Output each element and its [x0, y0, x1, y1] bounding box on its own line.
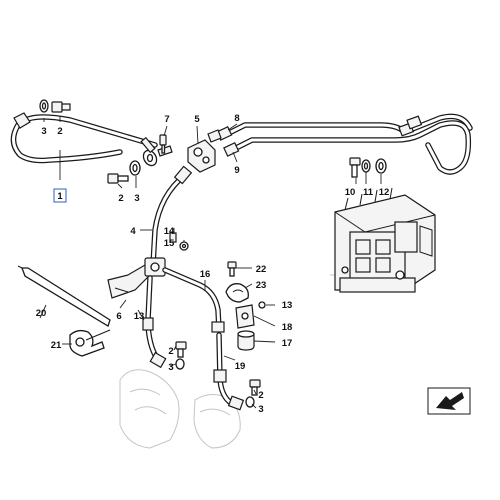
washer-14-and-nut-15 — [169, 232, 189, 251]
brake-pipe-1 — [10, 112, 158, 164]
bracket-group-17-23 — [225, 261, 266, 351]
part-label-3[interactable]: 3 — [41, 126, 46, 137]
part-label-7[interactable]: 7 — [164, 114, 169, 125]
part-label-17[interactable]: 17 — [282, 338, 293, 349]
bracket-6-tee-fitting — [107, 257, 166, 299]
part-label-3[interactable]: 3 — [258, 404, 263, 415]
next-page-arrow-icon[interactable] — [427, 387, 471, 415]
brake-pipes-8-9 — [216, 113, 473, 175]
bolt-7 — [159, 134, 167, 154]
bolt-and-washers-top — [39, 99, 71, 113]
part-label-8[interactable]: 8 — [234, 113, 239, 124]
part-label-10[interactable]: 10 — [345, 187, 356, 198]
part-label-2[interactable]: 2 — [168, 346, 173, 357]
cable-tie-20 — [17, 265, 111, 327]
part-label-6[interactable]: 6 — [116, 311, 121, 322]
bolt-10-washers-11-12 — [349, 157, 387, 178]
part-label-23[interactable]: 23 — [256, 280, 267, 291]
part-label-13[interactable]: 13 — [282, 300, 293, 311]
leader-lines — [39, 116, 382, 409]
part-label-3[interactable]: 3 — [134, 193, 139, 204]
part-label-5[interactable]: 5 — [194, 114, 200, 125]
part-label-2[interactable]: 2 — [57, 126, 62, 137]
part-label-15[interactable]: 15 — [164, 238, 175, 249]
part-label-22[interactable]: 22 — [256, 264, 267, 275]
part-label-3[interactable]: 3 — [168, 362, 173, 373]
part-1-selection-box — [53, 188, 67, 203]
brake-pipe-16 — [162, 267, 225, 333]
part-label-20[interactable]: 20 — [36, 308, 47, 319]
part-label-18[interactable]: 18 — [282, 322, 293, 333]
clamp-21 — [69, 329, 111, 357]
part-label-2[interactable]: 2 — [258, 390, 263, 401]
part-label-2[interactable]: 2 — [118, 193, 123, 204]
part-label-11[interactable]: 11 — [363, 187, 374, 198]
part-label-19[interactable]: 19 — [235, 361, 246, 372]
abs-hydraulic-unit — [334, 187, 436, 293]
part-label-14[interactable]: 14 — [164, 226, 175, 237]
part-label-9[interactable]: 9 — [234, 165, 239, 176]
banjo-fitting — [140, 136, 173, 167]
part-label-1[interactable]: 1 — [57, 191, 63, 202]
brake-hose-lower-left — [142, 275, 167, 369]
part-label-4[interactable]: 4 — [130, 226, 136, 237]
brake-hose-19 — [213, 332, 245, 411]
brake-hose-4 — [150, 165, 193, 268]
bolt-and-washer-middle — [107, 160, 141, 184]
part-label-16[interactable]: 16 — [200, 269, 211, 280]
part-label-21[interactable]: 21 — [51, 340, 62, 351]
part-label-13[interactable]: 13 — [134, 311, 145, 322]
background-caliper-outlines — [119, 274, 420, 449]
part-number-labels: 1 3 2 2 3 7 5 8 9 4 10 11 12 14 15 16 22… — [36, 113, 390, 415]
distributor-block-5 — [187, 129, 222, 173]
part-label-12[interactable]: 12 — [379, 187, 390, 198]
